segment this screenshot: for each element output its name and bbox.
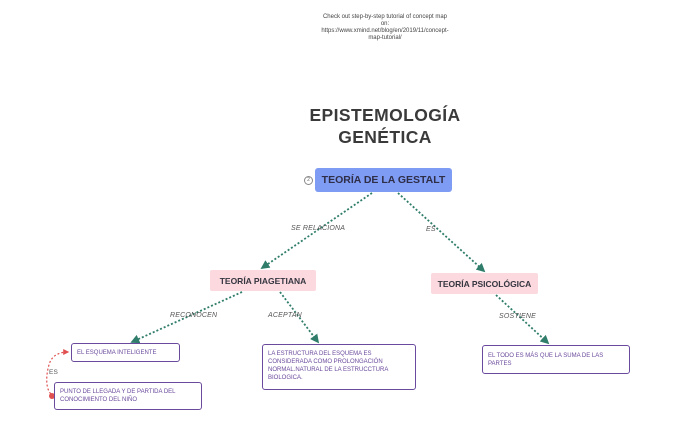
- topic-psicologica-label: TEORÍA PSICOLÓGICA: [437, 278, 532, 289]
- topic-psicologica[interactable]: TEORÍA PSICOLÓGICA: [431, 273, 538, 294]
- relationship-curve: [46, 349, 70, 397]
- topic-piagetiana[interactable]: TEORÍA PIAGETIANA: [210, 270, 316, 291]
- topic-piagetiana-label: TEORÍA PIAGETIANA: [219, 275, 307, 286]
- edge-label-se-relaciona: SE RELACIONA: [291, 225, 346, 232]
- edge-label-reconocen: RECONOCEN: [170, 312, 218, 319]
- subtopic-esquema-label: EL ESQUEMA INTELIGENTE: [77, 349, 157, 356]
- relationship-label-es: ES: [49, 369, 59, 376]
- map-title: EPISTEMOLOGÍA GENÉTICA: [309, 105, 461, 147]
- connector-piagetiana-estructura: [279, 291, 320, 344]
- edge-label-es: ES: [426, 226, 436, 233]
- subtopic-esquema[interactable]: EL ESQUEMA INTELIGENTE: [71, 343, 180, 362]
- subtopic-todo-label: EL TODO ES MÁS QUE LA SUMA DE LAS PARTES: [488, 352, 604, 367]
- tutorial-hint: Check out step-by-step tutorial of conce…: [321, 14, 449, 41]
- relationship-handle[interactable]: [49, 393, 55, 399]
- connector-piagetiana-esquema: [130, 291, 243, 344]
- connector-root-psicologica: [397, 192, 486, 273]
- subtopic-punto[interactable]: PUNTO DE LLEGADA Y DE PARTIDA DEL CONOCI…: [54, 382, 202, 410]
- subtopic-estructura[interactable]: LA ESTRUCTURA DEL ESQUEMA ES CONSIDERADA…: [262, 344, 416, 390]
- subtopic-todo[interactable]: EL TODO ES MÁS QUE LA SUMA DE LAS PARTES: [482, 345, 630, 374]
- edge-label-sostiene: SOSTIENE: [499, 313, 536, 320]
- subtopic-punto-label: PUNTO DE LLEGADA Y DE PARTIDA DEL CONOCI…: [60, 389, 176, 403]
- central-topic-gestalt[interactable]: TEORÍA DE LA GESTALT: [315, 168, 452, 192]
- subtopic-estructura-label: LA ESTRUCTURA DEL ESQUEMA ES CONSIDERADA…: [268, 351, 389, 381]
- central-topic-label: TEORÍA DE LA GESTALT: [321, 174, 446, 186]
- collapse-indicator[interactable]: 2: [304, 176, 313, 185]
- edge-label-aceptan: ACEPTAN: [268, 312, 302, 319]
